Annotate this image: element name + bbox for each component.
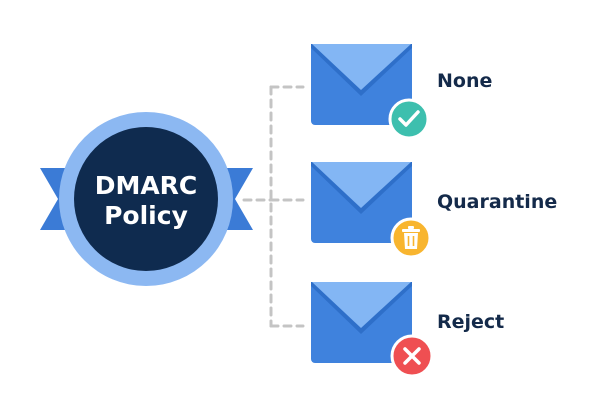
option-none: None bbox=[311, 44, 492, 140]
badge-inner-circle bbox=[74, 127, 218, 271]
connector-lines bbox=[242, 85, 305, 328]
option-reject: Reject bbox=[311, 282, 504, 378]
envelope-icon bbox=[311, 44, 412, 125]
dmarc-policy-badge: DMARC Policy bbox=[40, 112, 253, 286]
check-icon bbox=[388, 98, 430, 140]
option-label: Reject bbox=[437, 311, 504, 333]
envelope-icon bbox=[311, 282, 412, 363]
option-quarantine: Quarantine bbox=[311, 162, 557, 259]
option-label: Quarantine bbox=[437, 191, 557, 213]
close-icon bbox=[390, 334, 434, 378]
policy-title-line2: Policy bbox=[104, 201, 188, 230]
envelope-icon bbox=[311, 162, 412, 243]
option-label: None bbox=[437, 70, 492, 92]
policy-title-line1: DMARC bbox=[95, 171, 198, 200]
trash-icon bbox=[390, 217, 432, 259]
